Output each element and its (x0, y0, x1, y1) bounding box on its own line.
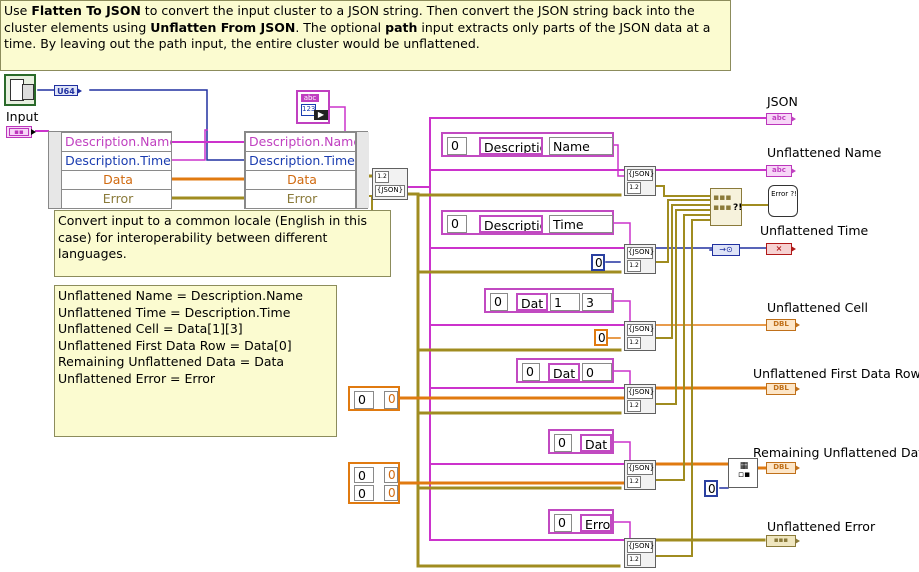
array-index[interactable]: 0 (554, 434, 572, 452)
output-label-error: Unflattened Error (767, 519, 876, 534)
unflatten-json-node-cell[interactable]: {JSON} 1.2 (624, 321, 656, 351)
path-cell[interactable]: Dat (548, 363, 580, 381)
path-cell[interactable]: 1 (550, 293, 580, 311)
array-index[interactable]: 0 (354, 467, 374, 483)
type-constant-cell[interactable]: 0 (594, 329, 608, 346)
array-index[interactable]: 0 (447, 137, 467, 155)
unbundle-item[interactable]: Data (61, 170, 172, 190)
numeric-array-2d[interactable]: 0 0 0 0 (348, 462, 400, 504)
unbundle-item[interactable]: Description.Name (61, 132, 172, 152)
row-indicator[interactable]: DBL (766, 383, 800, 395)
cell-indicator[interactable]: DBL (766, 319, 800, 331)
array-index[interactable]: 0 (447, 215, 467, 233)
array-value[interactable]: 0 (384, 485, 398, 501)
path-cell[interactable]: Descriptio (479, 215, 543, 233)
locale-node[interactable] (4, 74, 36, 106)
array-index[interactable]: 0 (354, 391, 374, 409)
arrow-icon: ▶ (314, 110, 328, 120)
path-cell[interactable]: 3 (582, 293, 612, 311)
type-constant-time[interactable]: 0 (591, 254, 605, 271)
input-label: Input (6, 109, 39, 124)
error-dialog-icon[interactable]: Error ?! (768, 185, 798, 217)
unflatten-json-node-data[interactable]: {JSON} 1.2 (624, 460, 656, 490)
path-array-error[interactable]: 0 Erro (548, 509, 614, 534)
path-cell[interactable]: Name (549, 137, 613, 155)
mapping-line: Unflattened First Data Row = Data[0] (58, 337, 292, 353)
output-label-cell: Unflattened Cell (767, 300, 868, 315)
bundle-item[interactable]: Description.Name (245, 132, 356, 152)
flatten-to-json-node[interactable]: 1.2 {JSON} (372, 168, 408, 200)
mapping-note: Unflattened Name = Description.Name Unfl… (54, 285, 337, 437)
format-into-string-node[interactable]: abc 123 ▶ (296, 90, 330, 124)
output-label-json: JSON (767, 94, 798, 109)
path-array-row[interactable]: 0 Dat 0 (516, 358, 614, 383)
unbundle-item[interactable]: Error (61, 189, 172, 209)
path-cell[interactable]: Descriptio (479, 137, 543, 155)
array-value[interactable]: 0 (384, 467, 398, 483)
merge-errors-node[interactable]: ▪▪▪▪▪▪ ?! (710, 188, 742, 226)
path-cell[interactable]: Erro (580, 514, 612, 532)
bundle-item[interactable]: Data (245, 170, 356, 190)
array-index[interactable]: 0 (354, 485, 374, 501)
input-terminal[interactable]: ▪▪ (6, 126, 36, 138)
path-cell[interactable]: 0 (582, 363, 612, 381)
globe-icon (22, 84, 34, 100)
array-subset-node[interactable]: ▦▫▪ (728, 458, 758, 488)
unflatten-json-node-name[interactable]: {JSON} 1.2 (624, 166, 656, 196)
mapping-line: Remaining Unflattened Data = Data (58, 354, 285, 369)
array-index[interactable]: 0 (522, 363, 540, 381)
unbundle-item[interactable]: Description.Time (61, 151, 172, 171)
path-cell[interactable]: Dat (580, 434, 612, 452)
unflatten-json-node-time[interactable]: {JSON} 1.2 (624, 244, 656, 274)
output-label-time: Unflattened Time (760, 223, 869, 238)
bundle-by-name[interactable]: Description.Name Description.Time Data E… (244, 131, 369, 209)
unflatten-json-node-error[interactable]: {JSON} 1.2 (624, 538, 656, 568)
type-constant-data[interactable]: 0 (704, 480, 718, 497)
time-conversion-node[interactable]: →⊙ (712, 244, 740, 256)
locale-note: Convert input to a common locale (Englis… (54, 210, 391, 277)
path-array-data[interactable]: 0 Dat (548, 429, 614, 454)
output-label-name: Unflattened Name (767, 145, 882, 160)
unflatten-json-node-row[interactable]: {JSON} 1.2 (624, 384, 656, 414)
mapping-line: Unflattened Cell = Data[1][3] (58, 321, 243, 336)
path-array-cell[interactable]: 0 Dat 1 3 (484, 288, 614, 313)
data-indicator[interactable]: DBL (766, 462, 800, 474)
numeric-array-row[interactable]: 0 0 (348, 386, 400, 411)
instruction-note: Use Flatten To JSON to convert the input… (0, 0, 731, 71)
mapping-line: Unflattened Error = Error (58, 370, 215, 386)
output-label-data: Remaining Unflattened Data (753, 445, 919, 460)
path-cell[interactable]: Time (549, 215, 613, 233)
bundle-item[interactable]: Error (245, 189, 356, 209)
time-indicator[interactable]: ⨯ (766, 243, 796, 255)
mapping-line: Unflattened Name = Description.Name (58, 288, 303, 303)
name-indicator[interactable]: abc (766, 165, 796, 177)
mapping-line: Unflattened Time = Description.Time (58, 304, 291, 320)
array-index[interactable]: 0 (554, 514, 572, 532)
bundle-item[interactable]: Description.Time (245, 151, 356, 171)
error-indicator[interactable]: ▪▪▪ (766, 535, 800, 547)
path-array-name[interactable]: 0 Descriptio Name (441, 132, 614, 157)
input-unbundle-by-name[interactable]: Description.Name Description.Time Data E… (48, 131, 172, 209)
output-label-row: Unflattened First Data Row (753, 366, 919, 381)
u64-constant[interactable]: U64 (54, 85, 82, 96)
array-index[interactable]: 0 (490, 293, 508, 311)
array-value[interactable]: 0 (384, 391, 398, 409)
path-array-time[interactable]: 0 Descriptio Time (441, 210, 614, 235)
path-cell[interactable]: Dat (516, 293, 548, 311)
abc-label: abc (301, 94, 319, 102)
json-indicator[interactable]: abc (766, 113, 796, 125)
